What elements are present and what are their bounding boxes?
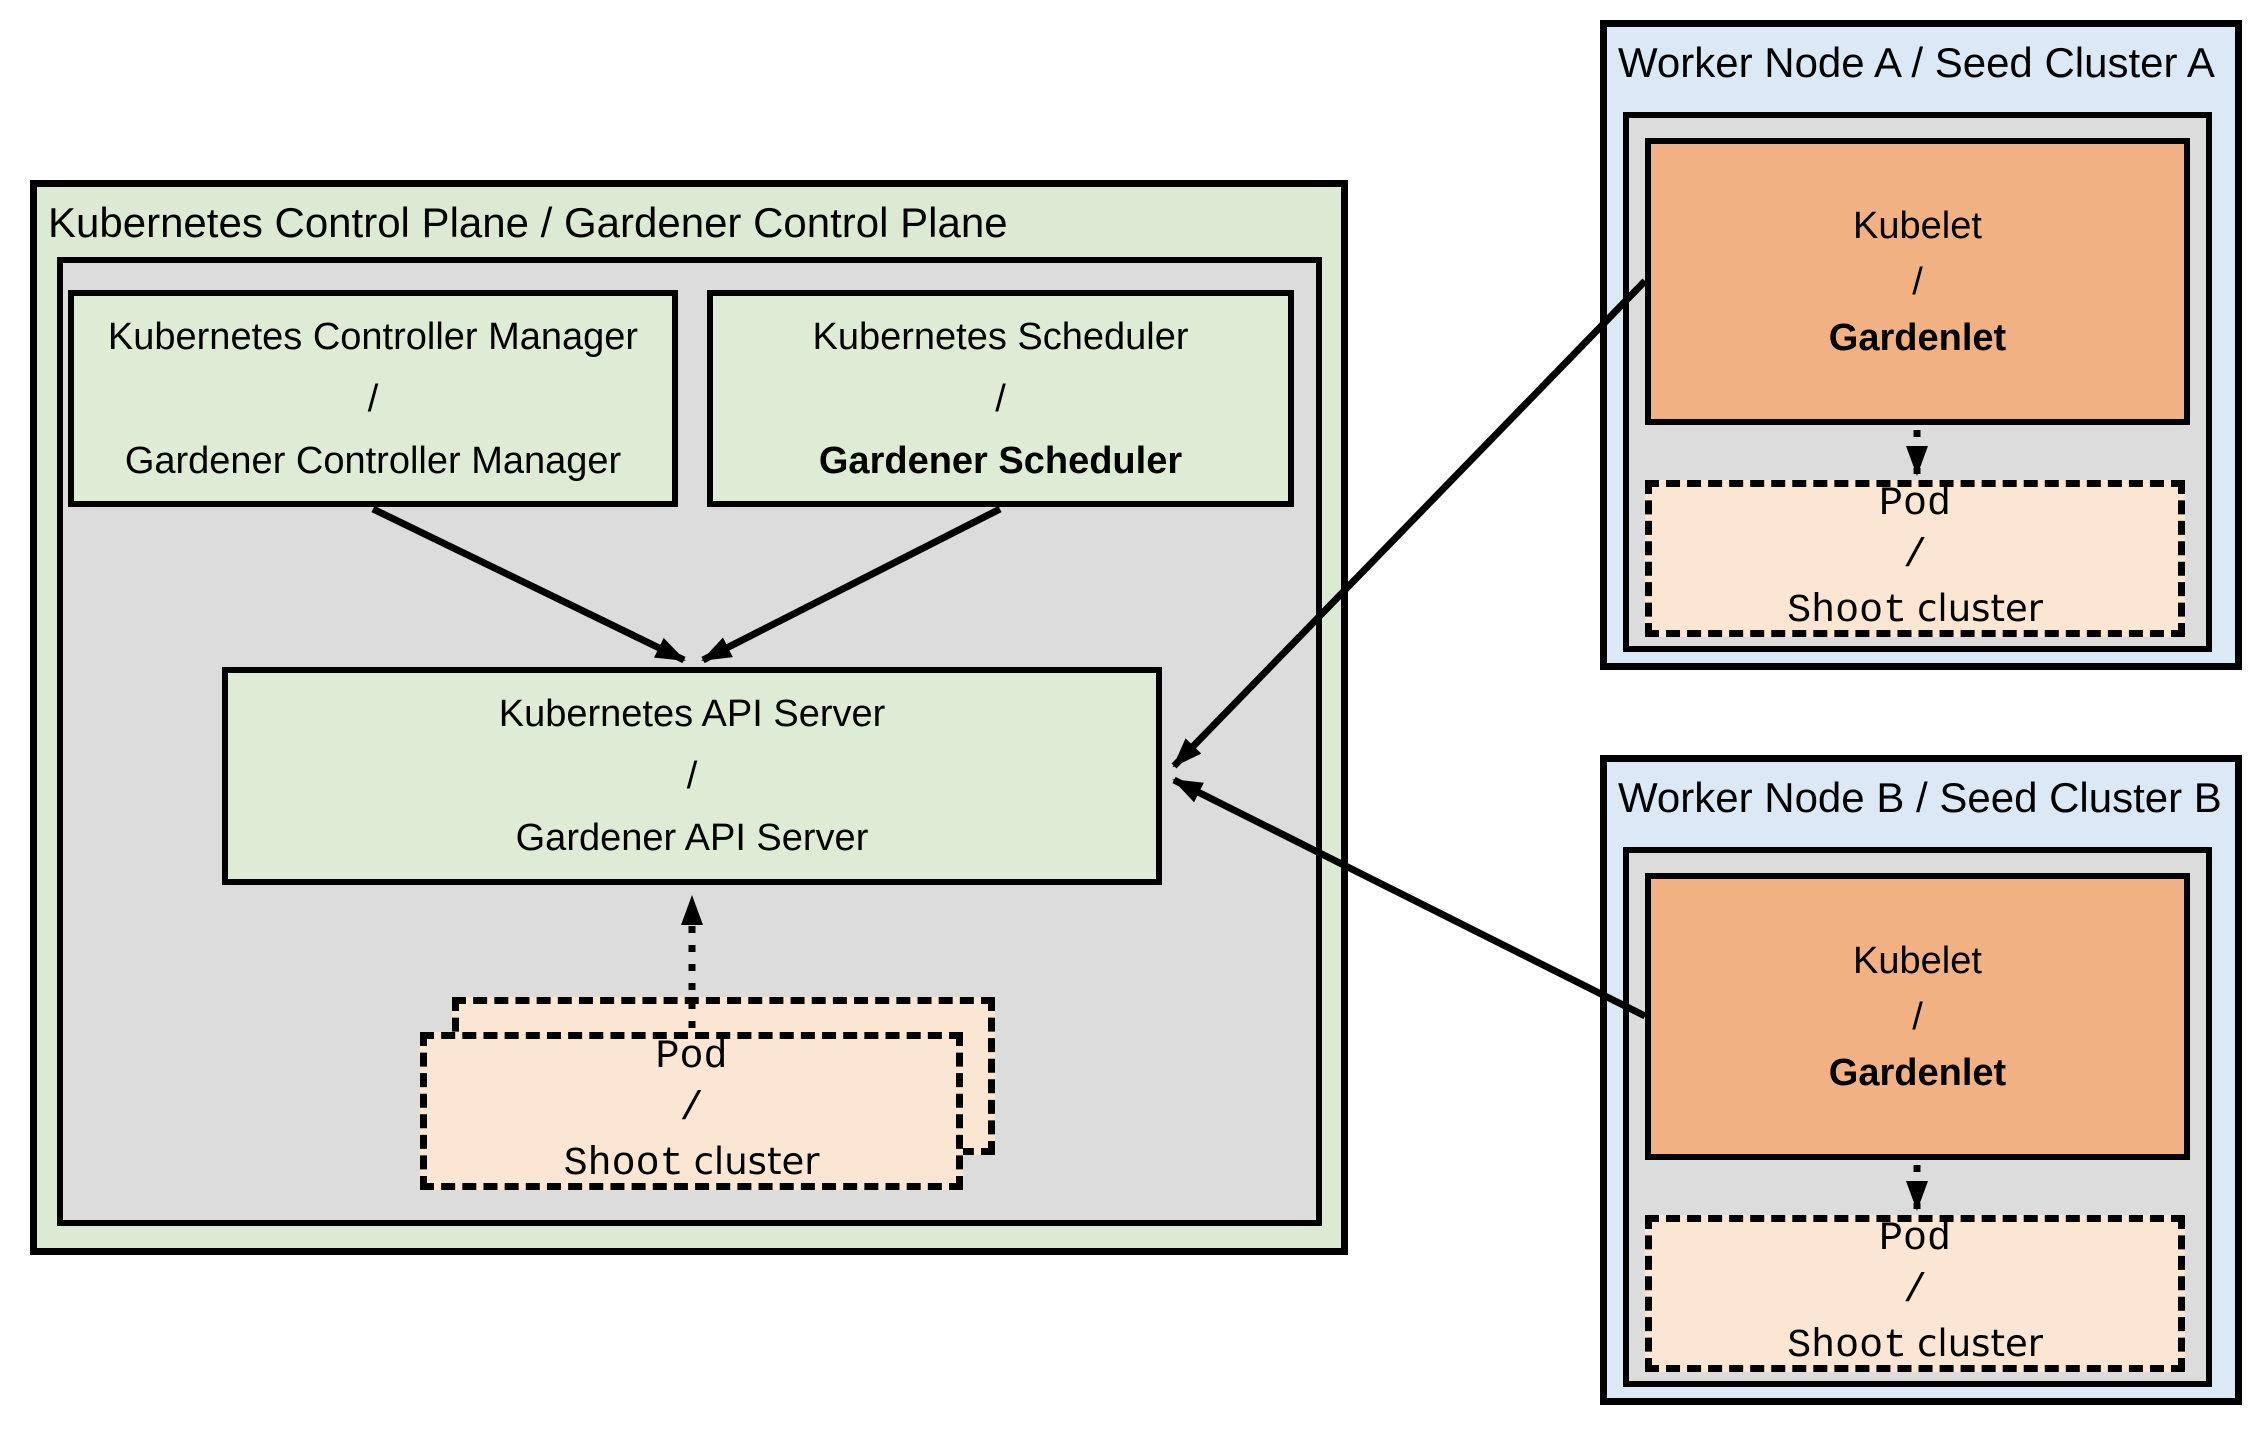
pod-a-line3-cluster: cluster <box>1917 587 2043 630</box>
scheduler-line3: Gardener Scheduler <box>818 439 1183 482</box>
controller-manager-line1: Kubernetes Controller Manager <box>107 315 639 358</box>
pod-b-line2: / <box>1902 1269 1927 1314</box>
kubelet-b-line1: Kubelet <box>1853 939 1982 982</box>
control-plane-title: Kubernetes Control Plane / Gardener Cont… <box>48 199 1008 246</box>
api-server-line1: Kubernetes API Server <box>498 693 886 735</box>
pod-b-line1: Pod <box>1878 1217 1951 1262</box>
controller-manager-line3: Gardener Controller Manager <box>124 439 622 482</box>
kubelet-a-line2: / <box>1912 260 1923 303</box>
api-server-line2: / <box>686 755 698 797</box>
pod-line1: Pod <box>655 1034 728 1080</box>
worker-node-b-title: Worker Node B / Seed Cluster B <box>1618 774 2222 821</box>
pod-line2: / <box>679 1086 704 1132</box>
api-server-box: Kubernetes API Server / Gardener API Ser… <box>222 667 1162 885</box>
kubelet-a-line3: Gardenlet <box>1828 316 2007 359</box>
pod-a-line3-shoot: Shoot <box>1787 589 1908 634</box>
kubelet-box-worker-b: Kubelet / Gardenlet <box>1645 873 2190 1160</box>
controller-manager-line2: / <box>367 377 379 420</box>
kubelet-b-line2: / <box>1912 995 1923 1038</box>
pod-b-line3-cluster: cluster <box>1917 1322 2043 1365</box>
scheduler-line2: / <box>995 377 1006 420</box>
pod-b-line3-shoot: Shoot <box>1787 1324 1908 1369</box>
kubelet-box-worker-a: Kubelet / Gardenlet <box>1645 138 2190 425</box>
pod-a-line1: Pod <box>1878 482 1951 527</box>
pod-a-line2: / <box>1902 534 1927 579</box>
scheduler-box: Kubernetes Scheduler / Gardener Schedule… <box>707 290 1294 507</box>
pod-line3-shoot: Shoot <box>563 1141 684 1187</box>
kubelet-a-line1: Kubelet <box>1853 204 1982 247</box>
worker-node-a-title: Worker Node A / Seed Cluster A <box>1618 39 2215 86</box>
kubelet-b-line3: Gardenlet <box>1828 1051 2007 1094</box>
scheduler-line1: Kubernetes Scheduler <box>812 315 1189 358</box>
controller-manager-box: Kubernetes Controller Manager / Gardener… <box>68 290 678 507</box>
pod-line3-cluster: cluster <box>693 1139 820 1183</box>
api-server-line3: Gardener API Server <box>515 817 869 859</box>
